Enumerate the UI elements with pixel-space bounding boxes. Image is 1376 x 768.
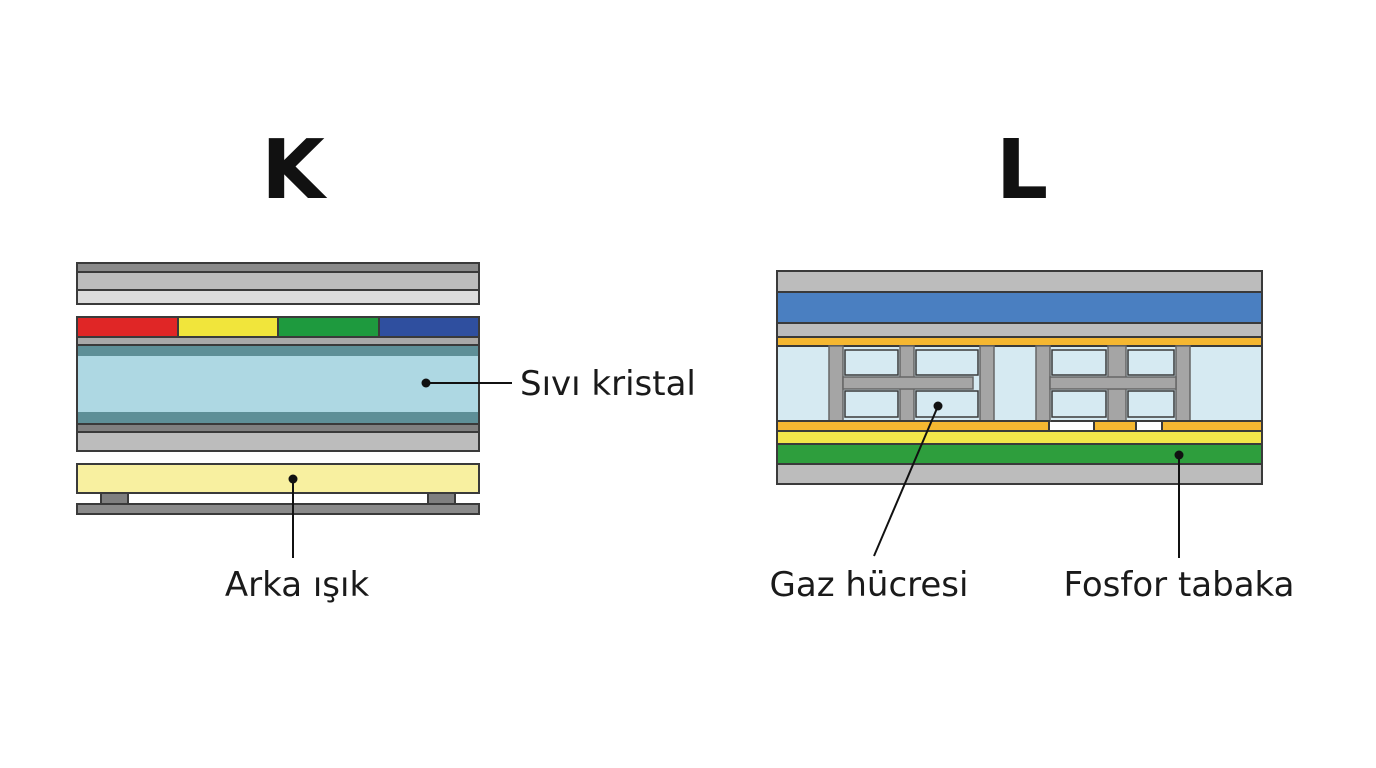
leader-liquid-crystal bbox=[421, 378, 512, 388]
l-rear-layers bbox=[776, 420, 1263, 485]
label-backlight: Arka ışık bbox=[225, 565, 370, 605]
leader-phosphor bbox=[1174, 450, 1184, 558]
label-phosphor-layer: Fosfor tabaka bbox=[1064, 565, 1295, 605]
l-phosphor-layer bbox=[776, 443, 1263, 465]
k-backlight-unit bbox=[76, 463, 480, 515]
l-gas-cell-chamber bbox=[776, 345, 1263, 422]
filter-green bbox=[277, 316, 380, 338]
k-bottom-glass bbox=[76, 423, 480, 452]
diagram-l-title: L bbox=[996, 123, 1048, 218]
diagram-l: L bbox=[770, 123, 1295, 605]
l-front-glass bbox=[776, 270, 1263, 347]
leader-backlight bbox=[288, 474, 298, 558]
label-liquid-crystal: Sıvı kristal bbox=[520, 364, 696, 404]
filter-red bbox=[76, 316, 179, 338]
filter-yellow bbox=[177, 316, 279, 338]
diagram-k: K bbox=[76, 123, 696, 605]
label-gas-cell: Gaz hücresi bbox=[770, 565, 969, 605]
leader-gas-cell bbox=[873, 401, 943, 557]
diagram-k-title: K bbox=[261, 123, 328, 218]
k-color-filter bbox=[76, 316, 480, 346]
k-backlight bbox=[76, 463, 480, 494]
l-blue-panel bbox=[776, 291, 1263, 324]
k-top-glass bbox=[76, 262, 480, 305]
filter-blue bbox=[378, 316, 480, 338]
k-liquid-crystal-layer bbox=[76, 344, 480, 425]
